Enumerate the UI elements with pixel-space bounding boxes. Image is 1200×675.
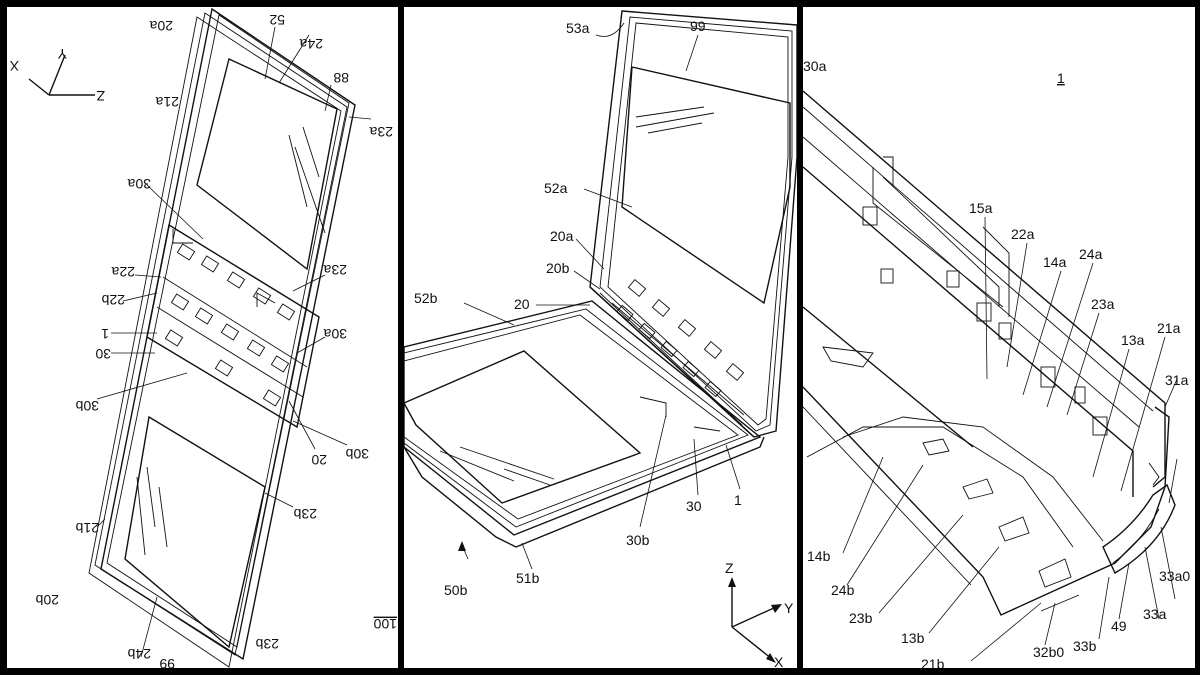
label-23a: 23a bbox=[1091, 296, 1115, 312]
label-23b-bottom: 23b bbox=[255, 636, 279, 652]
label-1: 1 bbox=[101, 326, 109, 342]
label-14b: 14b bbox=[807, 548, 831, 564]
label-30: 30 bbox=[686, 498, 702, 514]
label-30b-left: 30b bbox=[75, 398, 99, 414]
label-22a: 22a bbox=[1011, 226, 1035, 242]
hinge-mechanism bbox=[146, 223, 320, 429]
label-20: 20 bbox=[514, 296, 530, 312]
label-31a: 31a bbox=[1165, 372, 1189, 388]
left-leader-lines bbox=[96, 26, 372, 658]
lower-housing bbox=[404, 300, 765, 548]
arrow-50b bbox=[458, 541, 466, 551]
hinge-detail-drawing: 30a 1 15a 22a 14a 24a 23a 13a 21a 31a 14… bbox=[803, 58, 1190, 668]
label-20b: 20b bbox=[35, 592, 59, 608]
upper-rail bbox=[803, 90, 1166, 497]
axis-y-label: Y bbox=[57, 46, 67, 62]
label-20: 20 bbox=[311, 452, 327, 468]
label-21a: 21a bbox=[1157, 320, 1181, 336]
label-30a-right: 30a bbox=[323, 326, 347, 342]
label-33a: 33a bbox=[1143, 606, 1167, 622]
upper-housing bbox=[589, 10, 797, 438]
label-30: 30 bbox=[95, 346, 111, 362]
label-52a: 52a bbox=[544, 180, 568, 196]
folded-device-drawing: Z Y X 53a 99 52a 20a 20b 20 52b 30b 30 1… bbox=[404, 10, 797, 668]
label-32b0: 32b0 bbox=[1033, 644, 1064, 660]
left-figure-panel: Y Z X bbox=[7, 7, 398, 668]
label-51b: 51b bbox=[516, 570, 540, 586]
label-52b: 52b bbox=[414, 290, 438, 306]
axis-z-label: Z bbox=[725, 560, 734, 576]
right-leader-lines bbox=[842, 216, 1178, 662]
device-body bbox=[88, 7, 356, 668]
label-99: 99 bbox=[690, 18, 706, 34]
lower-trough bbox=[803, 306, 1166, 616]
label-33b: 33b bbox=[1073, 638, 1097, 654]
label-14a: 14a bbox=[1043, 254, 1067, 270]
label-33a0: 33a0 bbox=[1159, 568, 1190, 584]
axis-indicator: Z Y X bbox=[725, 560, 794, 668]
label-53a: 53a bbox=[566, 20, 590, 36]
label-24b: 24b bbox=[127, 646, 151, 662]
label-52: 52 bbox=[269, 12, 285, 28]
label-20b: 20b bbox=[546, 260, 570, 276]
label-30b: 30b bbox=[626, 532, 650, 548]
label-13a: 13a bbox=[1121, 332, 1145, 348]
middle-figure-panel: Z Y X 53a 99 52a 20a 20b 20 52b 30b 30 1… bbox=[404, 7, 797, 668]
label-30a-top: 30a bbox=[127, 176, 151, 192]
label-20a: 20a bbox=[550, 228, 574, 244]
axis-indicator: Y Z X bbox=[9, 46, 105, 104]
hinge-mechanism bbox=[589, 279, 755, 438]
right-figure-panel: 30a 1 15a 22a 14a 24a 23a 13a 21a 31a 14… bbox=[803, 7, 1195, 668]
label-88: 88 bbox=[333, 70, 349, 86]
label-23b: 23b bbox=[293, 506, 317, 522]
label-21a: 21a bbox=[155, 94, 179, 110]
label-24a: 24a bbox=[299, 36, 323, 52]
label-22a: 22a bbox=[111, 264, 135, 280]
right-labels: 30a 1 15a 22a 14a 24a 23a 13a 21a 31a 14… bbox=[803, 58, 1190, 668]
label-24b: 24b bbox=[831, 582, 855, 598]
label-23a-top: 23a bbox=[369, 124, 393, 140]
label-100: 100 bbox=[373, 616, 397, 632]
label-22b: 22b bbox=[101, 292, 125, 308]
unfolded-device-drawing: Y Z X bbox=[9, 7, 397, 668]
axis-x-label: X bbox=[9, 58, 19, 74]
label-15a: 15a bbox=[969, 200, 993, 216]
hinge-end-cap bbox=[1102, 406, 1176, 574]
label-23b: 23b bbox=[849, 610, 873, 626]
label-30b-right: 30b bbox=[345, 446, 369, 462]
axis-z-label: Z bbox=[96, 88, 105, 104]
middle-labels: 53a 99 52a 20a 20b 20 52b 30b 30 1 50b 5… bbox=[414, 18, 742, 598]
label-30a: 30a bbox=[803, 58, 827, 74]
label-99: 99 bbox=[159, 656, 175, 668]
left-labels: 20a 52 24a 88 21a 23a 30a 22a 22b 23a 1 … bbox=[35, 12, 397, 668]
label-23a-mid: 23a bbox=[323, 262, 347, 278]
axis-x-label: X bbox=[774, 654, 784, 668]
label-21b: 21b bbox=[921, 656, 945, 668]
middle-leader-lines bbox=[461, 22, 741, 570]
lower-display-window bbox=[124, 415, 266, 649]
label-1: 1 bbox=[734, 492, 742, 508]
label-50b: 50b bbox=[444, 582, 468, 598]
label-13b: 13b bbox=[901, 630, 925, 646]
label-1: 1 bbox=[1057, 70, 1065, 86]
upper-display-window bbox=[196, 58, 338, 271]
axis-y-label: Y bbox=[784, 600, 794, 616]
label-49: 49 bbox=[1111, 618, 1127, 634]
label-21b: 21b bbox=[75, 520, 99, 536]
label-24a: 24a bbox=[1079, 246, 1103, 262]
label-20a: 20a bbox=[149, 18, 173, 34]
